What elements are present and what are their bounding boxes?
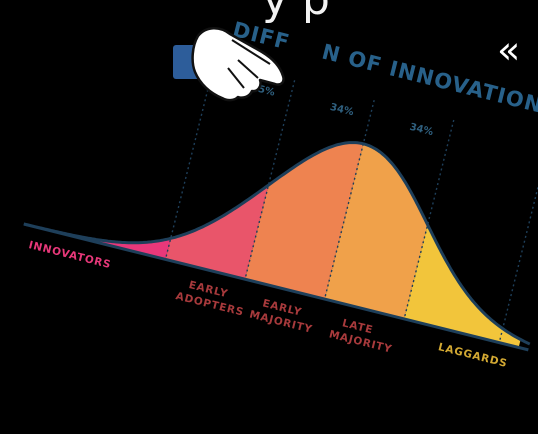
chart-title-part-2: N OF INNOVATION BELL	[320, 40, 538, 135]
chart-baseline	[23, 222, 529, 352]
chart-dividers	[164, 60, 538, 343]
hand-pointer-icon	[173, 27, 285, 102]
divider-line	[164, 60, 216, 260]
finger-line	[231, 39, 271, 65]
chart-group: DIFF N OF INNOVATION BELL 2.5%13.5%34%34…	[23, 17, 538, 370]
knuckle-line-2	[227, 67, 245, 89]
region-laggards	[404, 224, 521, 348]
percentage-label: 34%	[329, 102, 355, 118]
bell-curve-line	[23, 141, 531, 346]
collapse-chevron-icon[interactable]: «	[497, 28, 521, 72]
hand-shape	[191, 27, 285, 102]
partial-heading: y p	[262, 0, 330, 22]
divider-line	[498, 143, 538, 343]
knuckle-line-1	[237, 59, 259, 79]
region-late-majority	[324, 143, 428, 319]
percentage-label: 34%	[408, 122, 434, 138]
divider-line	[403, 119, 455, 320]
divider-line	[323, 99, 375, 300]
divider-line	[244, 80, 296, 280]
category-label: LAGGARDS	[437, 341, 509, 370]
chart-regions	[77, 142, 521, 348]
region-early-adopters	[165, 185, 269, 280]
